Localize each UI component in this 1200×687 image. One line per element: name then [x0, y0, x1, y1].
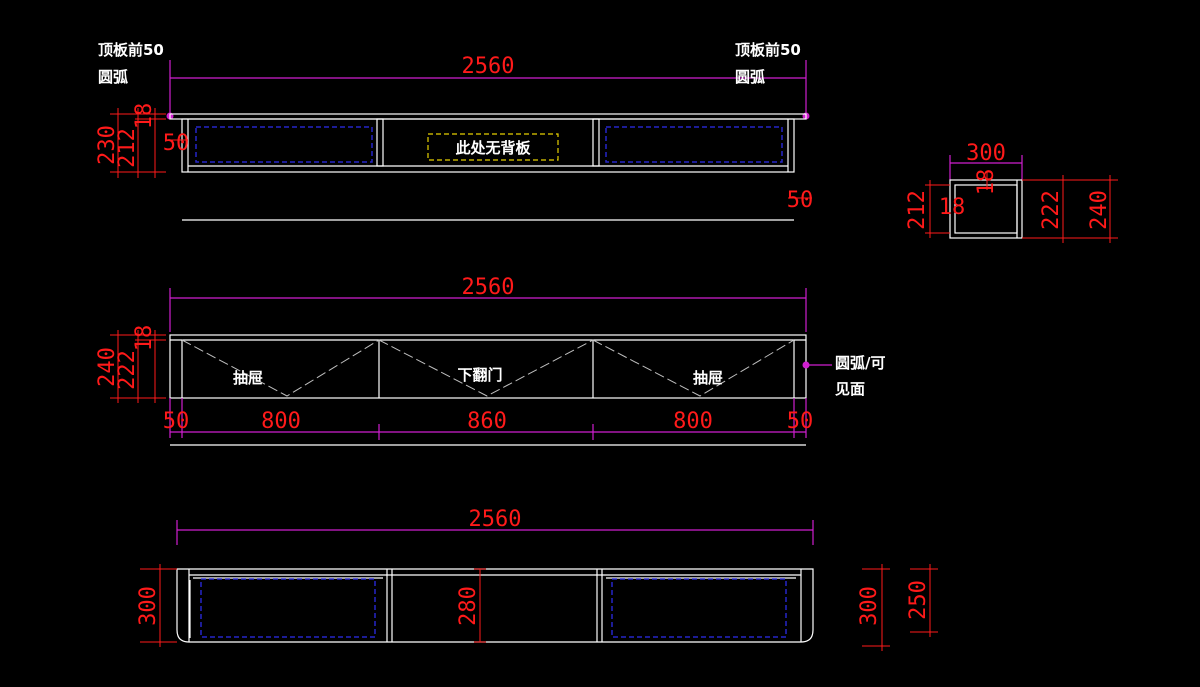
plan-dim-right-300: 300 — [857, 586, 882, 626]
front-seg-center: 860 — [467, 409, 507, 434]
no-back-panel-label: 此处无背板 — [455, 139, 531, 157]
side-outer-box — [949, 179, 1023, 239]
top-inner-panel-right — [605, 126, 783, 163]
top-divider-1 — [376, 118, 384, 167]
front-note-right-2: 见面 — [835, 380, 865, 398]
plan-drawer-right — [611, 578, 787, 638]
plan-outline — [176, 568, 814, 643]
plan-view: 2560 300 280 300 250 — [136, 507, 938, 651]
front-view: 2560 抽屉 下翻门 抽屉 圆弧/可 见面 240 222 18 — [95, 275, 885, 446]
top-dim-18: 18 — [132, 103, 157, 130]
top-dim-230: 230 — [95, 125, 120, 165]
front-dim-240: 240 — [95, 347, 120, 387]
side-dim-240: 240 — [1087, 190, 1112, 230]
top-dim-212: 212 — [115, 128, 140, 168]
drawer-right-open-lines — [592, 339, 795, 397]
front-note-right-1: 圆弧/可 — [835, 354, 885, 372]
no-back-panel-box — [427, 133, 559, 161]
side-dim-212: 212 — [905, 190, 930, 230]
side-view: 300 18 18 212 222 240 — [905, 141, 1118, 243]
top-note-left-1: 顶板前50 — [98, 41, 164, 59]
top-view: 2560 顶板前50 圆弧 顶板前50 圆弧 此处无背板 230 212 18 — [95, 41, 814, 221]
top-note-right-2: 圆弧 — [735, 68, 765, 86]
top-body — [181, 118, 795, 173]
front-seg-left: 800 — [261, 409, 301, 434]
front-dim-18: 18 — [132, 325, 157, 352]
top-panel — [169, 113, 807, 120]
top-dim-left-50: 50 — [163, 131, 190, 156]
side-width: 300 — [966, 141, 1006, 166]
plan-overall-width: 2560 — [469, 507, 522, 532]
front-seg-right: 800 — [673, 409, 713, 434]
top-dim-right-50: 50 — [787, 188, 814, 213]
drawer-left-open-lines — [181, 339, 380, 397]
plan-dim-250: 250 — [906, 580, 931, 620]
front-label-center: 下翻门 — [457, 366, 502, 384]
side-dim-222: 222 — [1039, 190, 1064, 230]
top-note-right-1: 顶板前50 — [735, 41, 801, 59]
flap-door-open-lines — [378, 339, 594, 397]
front-seg-right-offset: 50 — [787, 409, 814, 434]
plan-dim-280: 280 — [456, 586, 481, 626]
top-divider-2 — [592, 118, 600, 167]
plan-drawer-left — [200, 578, 376, 638]
front-label-right: 抽屉 — [693, 369, 723, 387]
top-inner-panel-left — [195, 126, 373, 163]
top-overall-width: 2560 — [462, 54, 515, 79]
front-overall-width: 2560 — [462, 275, 515, 300]
plan-dim-left-300: 300 — [136, 586, 161, 626]
front-dim-222: 222 — [115, 350, 140, 390]
side-thickness-side: 18 — [939, 195, 966, 220]
front-seg-left-offset: 50 — [163, 409, 190, 434]
front-label-left: 抽屉 — [233, 369, 263, 387]
top-note-left-2: 圆弧 — [98, 68, 128, 86]
